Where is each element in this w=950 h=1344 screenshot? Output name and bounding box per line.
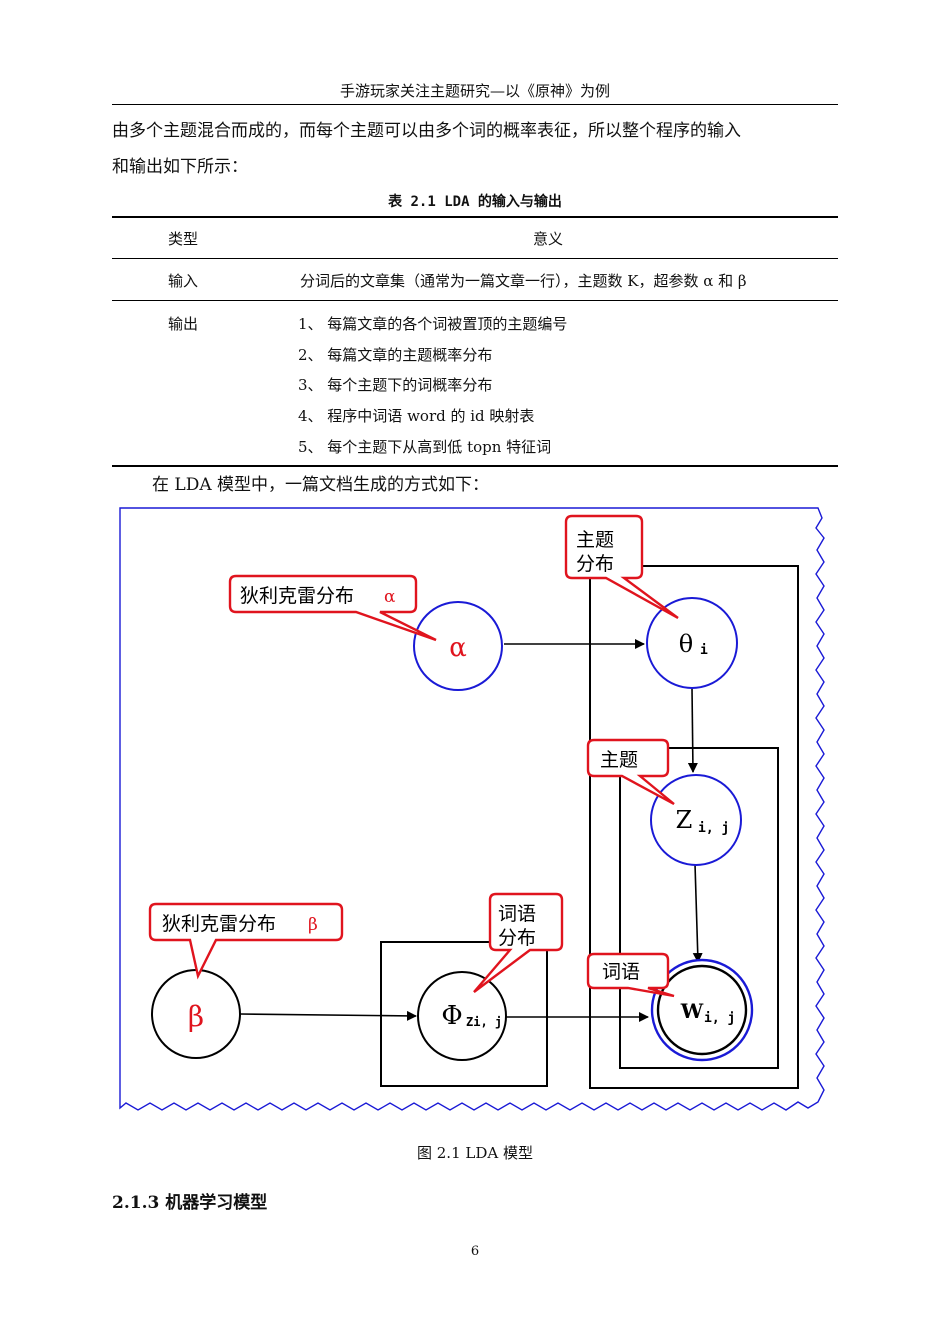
- word-plate: [619, 747, 779, 1069]
- node-theta-label: θ: [679, 630, 693, 658]
- node-z-circle: [650, 774, 742, 866]
- callout-topic: 主题: [586, 738, 675, 806]
- output-label: 输出: [168, 315, 199, 333]
- document-plate: [589, 565, 799, 1089]
- header-type: 类型: [168, 230, 199, 248]
- section-heading: 2.1.3 机器学习模型: [112, 1193, 268, 1213]
- callout-dirichlet-alpha: 狄利克雷分布 α: [228, 574, 437, 642]
- node-theta-circle: [646, 597, 738, 689]
- callout-topic-dist-line2: 分布: [576, 553, 614, 575]
- table-header-rule: [112, 258, 838, 259]
- callout-alpha-symbol: α: [384, 587, 396, 607]
- arrow-beta-phi: [239, 1010, 417, 1021]
- node-w-label: W: [680, 999, 704, 1023]
- table-row-rule: [112, 300, 838, 301]
- node-z-sub: i, j: [698, 821, 729, 836]
- callout-beta-symbol: β: [308, 915, 318, 935]
- callout-topic-dist-line1: 主题: [576, 529, 614, 551]
- node-z-label: Z: [676, 806, 693, 834]
- paragraph-line: 和输出如下所示：: [112, 157, 248, 177]
- node-theta-sub: i: [700, 643, 708, 658]
- paragraph-line: 由多个主题混合而成的，而每个主题可以由多个词的概率表征，所以整个程序的输入: [112, 121, 741, 141]
- node-alpha-circle: [413, 601, 503, 691]
- topic-plate: [380, 941, 548, 1087]
- figure-caption: 图 2.1 LDA 模型: [417, 1144, 533, 1162]
- node-w-sub: i, j: [704, 1011, 735, 1026]
- header-meaning: 意义: [533, 230, 564, 248]
- running-header: 手游玩家关注主题研究—以《原神》为例: [339, 82, 610, 100]
- callout-word-text: 词语: [602, 961, 640, 983]
- input-label: 输入: [168, 272, 199, 290]
- output-item: 5、 每个主题下从高到低 topn 特征词: [298, 438, 552, 456]
- table-bottom-rule: [112, 465, 838, 467]
- node-beta-label: β: [188, 1000, 204, 1033]
- callout-word-distribution: 词语 分布: [473, 892, 564, 993]
- callout-dirichlet-beta: 狄利克雷分布 β: [148, 902, 344, 980]
- table-caption: 表 2.1 LDA 的输入与输出: [388, 194, 562, 210]
- node-phi-circle: [417, 971, 507, 1061]
- callout-beta-text: 狄利克雷分布: [162, 913, 276, 935]
- lda-diagram: α θ i Z i, j β Φ Zi, j W i, j 主题 分布 狄利克雷…: [119, 507, 825, 1111]
- arrow-theta-z: [687, 687, 698, 773]
- callout-alpha-text: 狄利克雷分布: [240, 585, 354, 607]
- node-phi-sub: Zi, j: [466, 1015, 502, 1029]
- callout-word-dist-line2: 分布: [498, 927, 536, 949]
- callout-word-dist-line1: 词语: [498, 903, 536, 925]
- paragraph-line: 在 LDA 模型中，一篇文档生成的方式如下：: [152, 475, 490, 495]
- output-item: 4、 程序中词语 word 的 id 映射表: [298, 407, 535, 425]
- node-w-inner: [656, 964, 748, 1056]
- arrow-z-w: [692, 863, 703, 963]
- callout-topic-distribution: 主题 分布: [564, 514, 679, 620]
- output-item: 3、 每个主题下的词概率分布: [298, 376, 493, 394]
- callout-topic-text: 主题: [600, 749, 638, 771]
- table-top-rule: [112, 216, 838, 218]
- node-phi-label: Φ: [441, 1001, 462, 1031]
- header-rule: [112, 104, 838, 105]
- node-alpha-label: α: [449, 633, 467, 663]
- input-value: 分词后的文章集（通常为一篇文章一行），主题数 K，超参数 α 和 β: [300, 272, 747, 290]
- output-item: 1、 每篇文章的各个词被置顶的主题编号: [298, 315, 568, 333]
- page-number: 6: [470, 1244, 480, 1259]
- output-item: 2、 每篇文章的主题概率分布: [298, 346, 493, 364]
- callout-word: 词语: [586, 952, 675, 998]
